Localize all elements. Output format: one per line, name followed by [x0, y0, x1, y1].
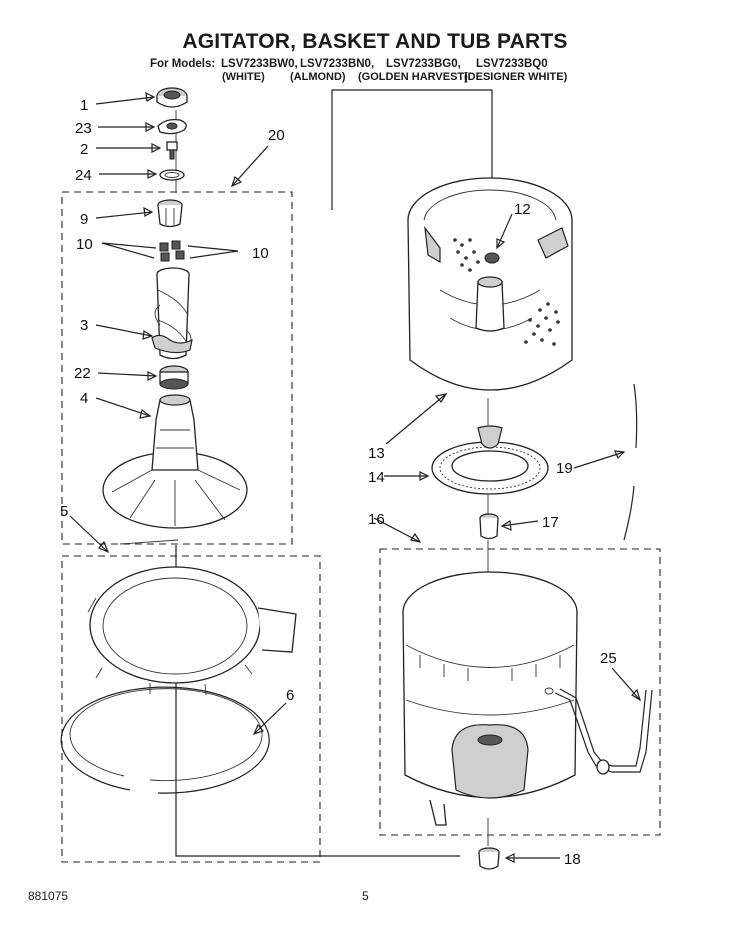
model-number-3: LSV7233BG0,: [386, 58, 461, 70]
dogs-cam-part: [157, 199, 183, 228]
basket-holes: [453, 238, 560, 346]
callout-20: 20: [268, 127, 285, 144]
callout-23: 23: [75, 120, 92, 137]
callout-14: 14: [368, 469, 385, 486]
callout-22: 22: [74, 365, 91, 382]
balance-ring-part: [87, 566, 297, 696]
drive-hub-part: [431, 425, 549, 495]
cap-retainer-part: [157, 118, 187, 135]
agitator-base-part: [102, 394, 248, 529]
callout-4: 4: [80, 390, 88, 407]
page-title: AGITATOR, BASKET AND TUB PARTS: [182, 30, 568, 53]
outer-tub-box: [379, 548, 661, 836]
agitator-cap-part: [156, 87, 188, 108]
washer-part: [159, 169, 185, 181]
callout-10-left: 10: [76, 236, 93, 253]
agitator-seal-part: [159, 365, 189, 390]
callout-labels: 1 23 2 24 20 9 10 10 3 22 4 5 6 12 13 14…: [60, 97, 617, 868]
model-number-4: LSV7233BQ0: [476, 58, 548, 70]
wash-basket-part: [407, 177, 573, 391]
color-golden-harvest: (GOLDEN HARVEST): [358, 71, 468, 83]
centerline-base: [119, 539, 179, 545]
agitator-auger-part: [151, 267, 193, 360]
callout-10-right: 10: [252, 245, 269, 262]
callout-17: 17: [542, 514, 559, 531]
hub-nut-part: [479, 513, 499, 540]
outer-tub-part: [402, 571, 578, 826]
document-number: 881075: [28, 889, 69, 903]
page-number: 5: [362, 889, 369, 903]
callout-2: 2: [80, 141, 88, 158]
snap-ring-part: [60, 686, 270, 794]
ring-assembly-box: [61, 555, 321, 863]
connector-line-top: [331, 89, 493, 262]
callout-3: 3: [80, 317, 88, 334]
color-designer-white: (DESIGNER WHITE): [464, 71, 568, 83]
models-prefix: For Models:: [150, 58, 216, 70]
callout-19: 19: [556, 460, 573, 477]
callout-18: 18: [564, 851, 581, 868]
callout-12: 12: [514, 201, 531, 218]
callout-25: 25: [600, 650, 617, 667]
callout-1: 1: [80, 97, 88, 114]
callout-6: 6: [286, 687, 294, 704]
leader-lines: [69, 91, 642, 863]
agitator-dogs-part: [159, 240, 185, 262]
callout-16: 16: [368, 511, 385, 528]
model-number-2: LSV7233BN0,: [300, 58, 375, 70]
callout-13: 13: [368, 445, 385, 462]
drain-hose-part: [554, 688, 653, 775]
model-number-1: LSV7233BW0,: [221, 58, 298, 70]
callout-24: 24: [75, 167, 92, 184]
drain-plug-part: [478, 847, 500, 870]
basket-seal-strip-part: [623, 383, 638, 541]
color-almond: (ALMOND): [290, 71, 346, 83]
callout-9: 9: [80, 211, 88, 228]
color-white: (WHITE): [222, 71, 265, 83]
agitator-assembly-box: [61, 191, 293, 545]
callout-5: 5: [60, 503, 68, 520]
agitator-bolt-part: [166, 141, 178, 160]
